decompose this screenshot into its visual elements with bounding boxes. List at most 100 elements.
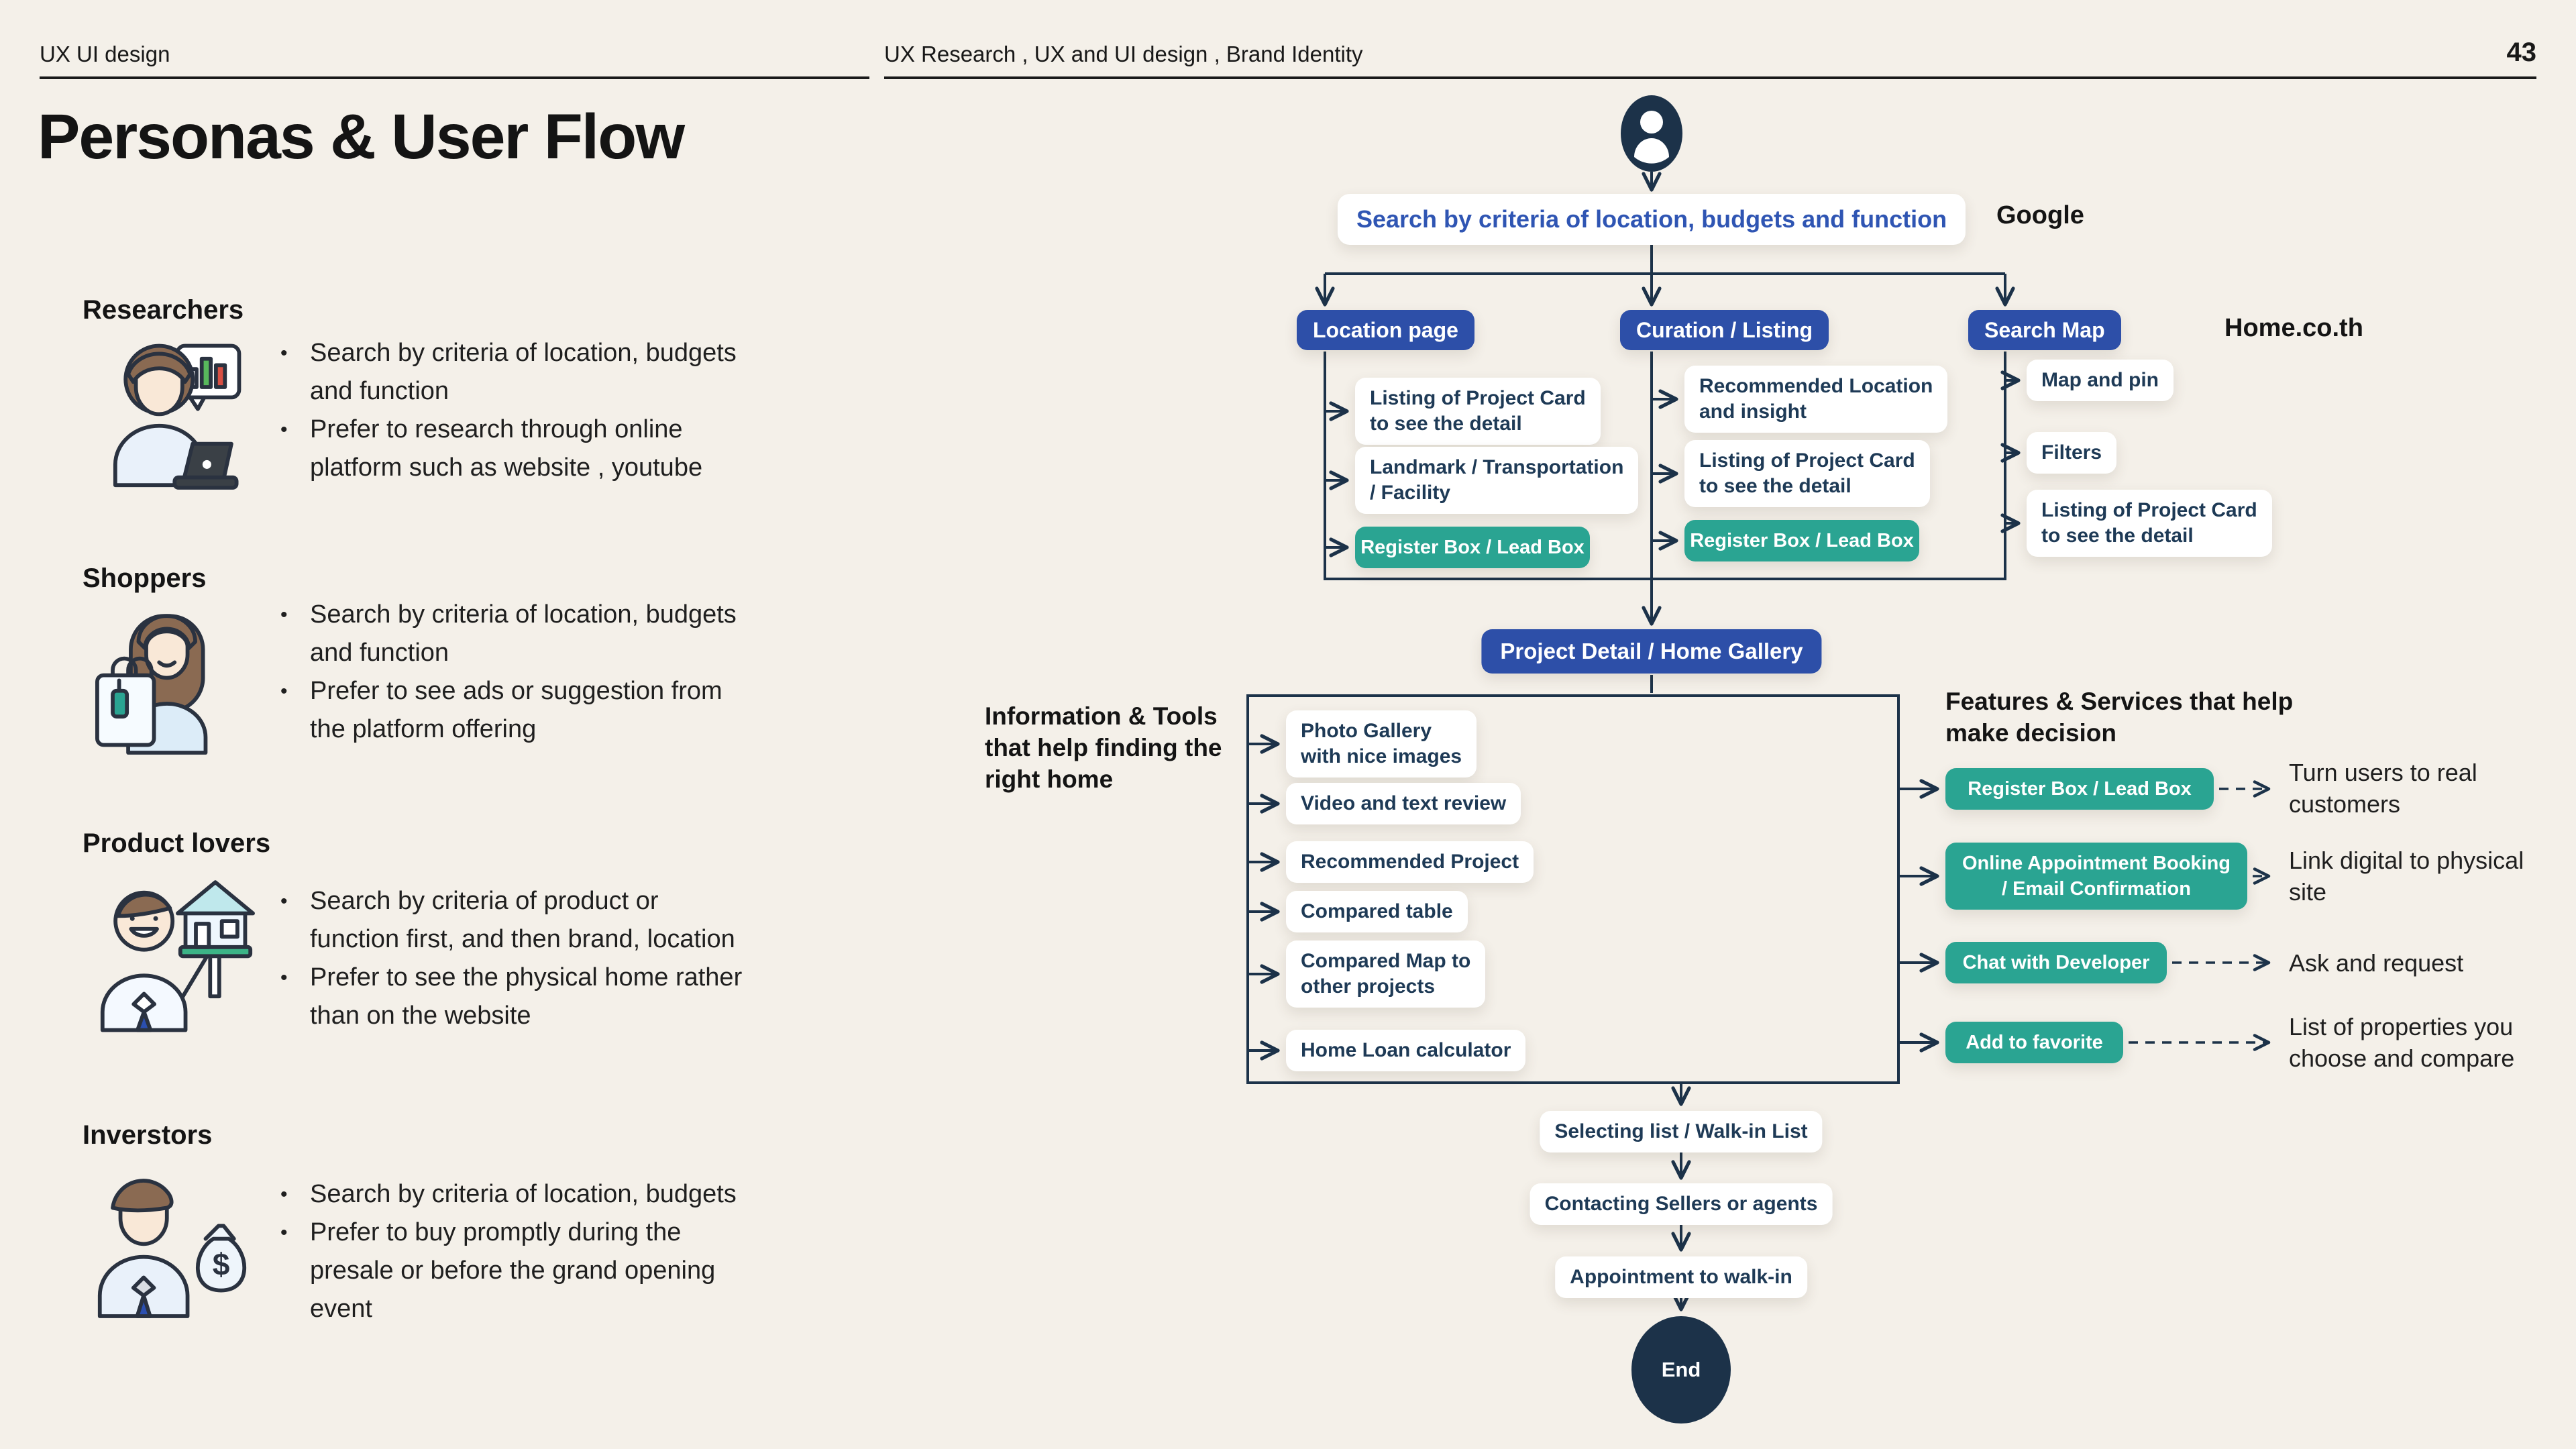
home-coth-label: Home.co.th — [2224, 314, 2363, 342]
tool-item-line: other projects — [1301, 975, 1436, 998]
header-left: UX UI design — [40, 42, 170, 66]
flow-item: Map and pin — [2027, 360, 2174, 401]
flow-item: Listing of Project Card to see the detai… — [1684, 440, 1930, 507]
tools-heading-line: right home — [985, 765, 1114, 793]
flow-item-register: Register Box / Lead Box — [1684, 520, 1919, 561]
tool-item: Home Loan calculator — [1286, 1030, 1526, 1071]
outcome-label: Link digital to physical site — [2289, 845, 2524, 908]
flow-item-line: to see the detail — [1699, 475, 1851, 497]
google-label: Google — [1996, 201, 2084, 229]
persona-name-inverstors: Inverstors — [83, 1120, 213, 1150]
branch-search-map: Search Map — [1968, 310, 2121, 350]
flow-item-line: Register Box / Lead Box — [1360, 537, 1585, 558]
bullet-line: platform such as website , youtube — [280, 449, 844, 487]
persona-bullets-shoppers: • Search by criteria of location, budgets… — [280, 596, 844, 749]
bullet-text: Search by criteria of location, budgets — [310, 339, 737, 367]
features-heading: Features & Services that help make decis… — [1945, 686, 2293, 749]
feature-line: Online Appointment Booking — [1962, 853, 2231, 874]
bullet-line: • Search by criteria of location, budgets — [280, 596, 844, 634]
flow-item: Filters — [2027, 432, 2117, 474]
bullet-text: than on the website — [310, 1002, 531, 1030]
shopper-icon — [95, 614, 208, 755]
bullet-dot: • — [280, 1183, 288, 1205]
tool-item: Photo Gallery with nice images — [1286, 710, 1477, 777]
step-appointment-walkin: Appointment to walk-in — [1555, 1256, 1807, 1298]
persona-bullets-inverstors: • Search by criteria of location, budgets… — [280, 1175, 844, 1328]
bullet-text: presale or before the grand opening — [310, 1256, 716, 1285]
bullet-dot: • — [280, 890, 288, 912]
bullet-dot: • — [280, 604, 288, 626]
tool-item-line: with nice images — [1301, 745, 1462, 767]
outcome-line: Link digital to physical — [2289, 847, 2524, 874]
flow-item-line: and insight — [1699, 400, 1807, 423]
project-detail-box: Project Detail / Home Gallery — [1481, 629, 1822, 674]
flow-item-line: to see the detail — [1370, 413, 1522, 435]
flow-item: Listing of Project Card to see the detai… — [1355, 378, 1601, 445]
outcome-line: Turn users to real — [2289, 759, 2477, 786]
tool-item: Compared table — [1286, 891, 1468, 932]
persona-name-product-lovers: Product lovers — [83, 828, 271, 858]
tool-item-line: Compared table — [1301, 900, 1453, 922]
bullet-text: the platform offering — [310, 715, 537, 743]
persona-name-researchers: Researchers — [83, 295, 244, 325]
flow-item: Recommended Location and insight — [1684, 366, 1948, 433]
branch-spines — [1324, 352, 2006, 580]
bullet-line: • Search by criteria of product or — [280, 882, 844, 920]
tool-item-line: Recommended Project — [1301, 851, 1519, 873]
feature-register-box: Register Box / Lead Box — [1945, 768, 2214, 810]
step-contacting-sellers: Contacting Sellers or agents — [1529, 1183, 1833, 1225]
tool-item-line: Photo Gallery — [1301, 720, 1432, 742]
bullet-text: platform such as website , youtube — [310, 453, 703, 482]
bullet-line: •Prefer to research through online — [280, 411, 844, 449]
bullet-text: Prefer to see the physical home rather — [310, 963, 743, 991]
researcher-icon — [113, 343, 241, 490]
tools-heading-line: that help finding the — [985, 734, 1222, 761]
flow-item-line: Landmark / Transportation — [1370, 456, 1624, 478]
header-rule-right — [884, 76, 2536, 79]
flow-item-line: Listing of Project Card — [1699, 449, 1915, 472]
outcome-line: List of properties you — [2289, 1013, 2514, 1040]
product-lover-icon — [100, 880, 255, 1032]
breadcrumb: UX Research , UX and UI design , Brand I… — [884, 42, 1363, 66]
investor-icon: $ — [97, 1179, 247, 1318]
features-heading-line: make decision — [1945, 719, 2117, 747]
outcome-line: choose and compare — [2289, 1044, 2515, 1072]
feature-appointment-box: Online Appointment Booking / Email Confi… — [1945, 843, 2247, 910]
branch-location-page: Location page — [1297, 310, 1474, 350]
bullet-dot: • — [280, 1222, 288, 1244]
feature-favorite-box: Add to favorite — [1945, 1022, 2123, 1063]
bullet-text: Search by criteria of location, budgets — [310, 1180, 737, 1208]
page-number: 43 — [2506, 38, 2537, 67]
tool-item-line: Home Loan calculator — [1301, 1039, 1511, 1061]
bullet-text: Prefer to buy promptly during the — [310, 1218, 682, 1246]
bullet-text: and function — [310, 377, 449, 405]
bullet-text: Search by criteria of product or — [310, 887, 659, 915]
bullet-text: Search by criteria of location, budgets — [310, 600, 737, 629]
persona-bullets-researchers: • Search by criteria of location, budgets… — [280, 334, 844, 487]
bullet-dot: • — [280, 967, 288, 989]
flow-item-line: Listing of Project Card — [2041, 499, 2257, 521]
end-node: End — [1631, 1316, 1731, 1424]
bullet-dot: • — [280, 680, 288, 702]
header-rule-left — [40, 76, 869, 79]
bullet-text: function first, and then brand, location — [310, 925, 735, 953]
bullet-text: event — [310, 1295, 372, 1323]
flow-item: Landmark / Transportation / Facility — [1355, 447, 1639, 514]
bullet-dot: • — [280, 419, 288, 441]
flow-item-line: Filters — [2041, 441, 2102, 464]
step-selecting-list: Selecting list / Walk-in List — [1540, 1111, 1823, 1152]
tool-item: Video and text review — [1286, 783, 1521, 824]
flow-item-line: Map and pin — [2041, 369, 2159, 391]
flow-item: Listing of Project Card to see the detai… — [2027, 490, 2272, 557]
bullet-line: the platform offering — [280, 710, 844, 749]
bullet-line: • Prefer to see the physical home rather — [280, 959, 844, 997]
tool-item-line: Compared Map to — [1301, 950, 1471, 972]
bullet-line: function first, and then brand, location — [280, 920, 844, 959]
bullet-line: • Prefer to buy promptly during the — [280, 1214, 844, 1252]
outcome-line: site — [2289, 878, 2327, 906]
outcome-label: Ask and request — [2289, 947, 2463, 979]
bullet-line: •Prefer to see ads or suggestion from — [280, 672, 844, 710]
bullet-line: event — [280, 1290, 844, 1328]
